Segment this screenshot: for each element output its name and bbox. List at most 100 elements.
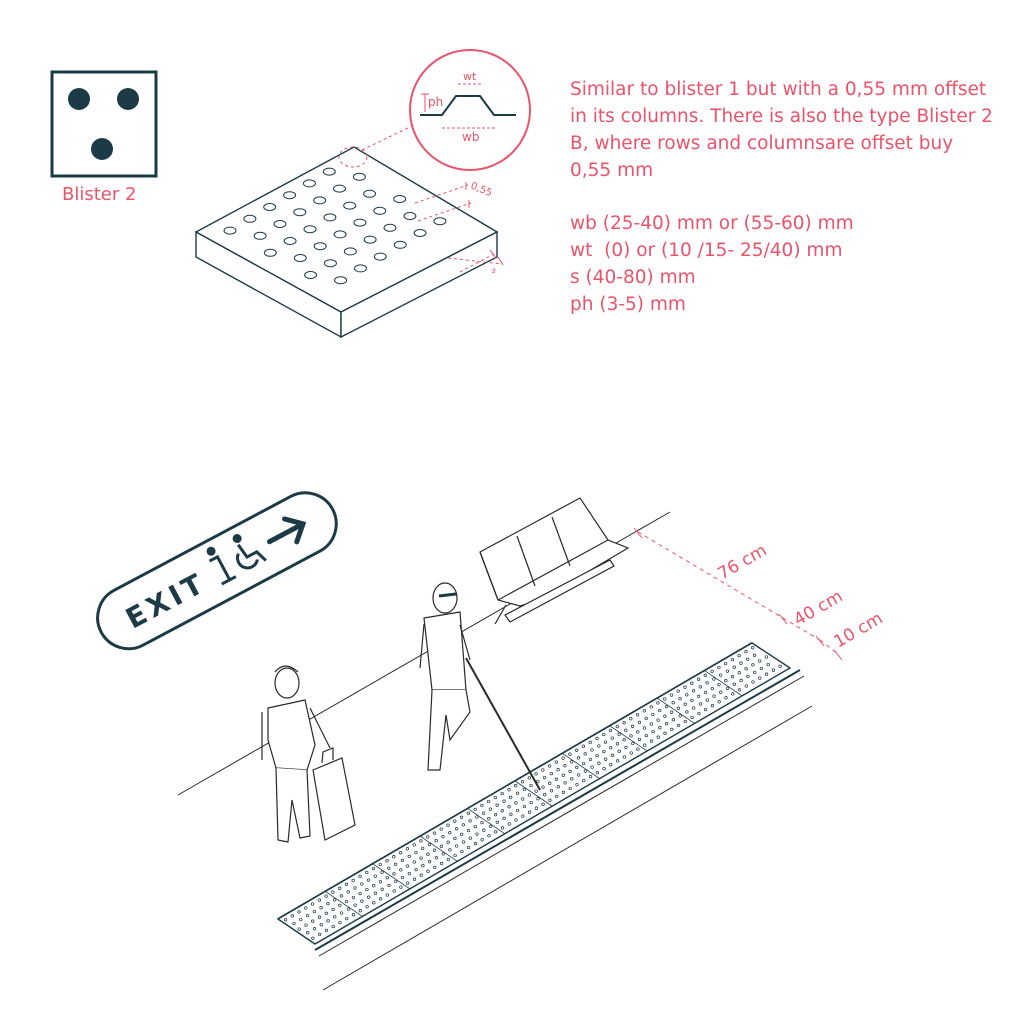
- tile-blister: [354, 264, 367, 273]
- strip-blister: [394, 879, 398, 884]
- strip-blister: [405, 847, 410, 851]
- strip-blister: [685, 693, 689, 697]
- strip-blister: [344, 899, 349, 904]
- strip-blister: [319, 906, 323, 910]
- strip-blister: [338, 920, 342, 925]
- strip-blister: [710, 669, 714, 674]
- strip-width-label: 40 cm: [791, 587, 847, 631]
- strip-blister: [752, 653, 757, 657]
- strip-blister: [678, 697, 682, 701]
- strip-blister: [563, 764, 567, 768]
- strip-blister: [764, 672, 769, 676]
- strip-blister: [643, 743, 647, 747]
- strip-blister: [697, 694, 701, 699]
- strip-blister: [683, 685, 687, 689]
- tile-blister: [313, 196, 327, 205]
- strip-blister: [541, 802, 545, 806]
- tile-blister: [343, 201, 357, 210]
- strip-blister: [453, 853, 457, 858]
- strip-blister: [568, 769, 572, 774]
- strip-blister: [676, 689, 680, 693]
- strip-blister: [730, 675, 735, 679]
- strip-blister: [717, 665, 721, 670]
- strip-blister: [466, 845, 471, 850]
- strip-blister: [683, 719, 687, 724]
- strip-blister: [338, 903, 342, 908]
- tile-blister: [283, 191, 297, 200]
- strip-blister: [468, 819, 472, 823]
- strip-blister: [514, 784, 518, 788]
- strip-blister: [719, 690, 723, 694]
- strip-blister: [676, 723, 681, 728]
- strip-blister: [521, 814, 525, 818]
- strip-blister: [446, 840, 450, 844]
- strip-blister: [414, 850, 418, 855]
- strip-blister: [487, 817, 491, 821]
- tile-blister: [253, 231, 267, 240]
- strip-blister: [527, 776, 531, 780]
- strip-blister: [461, 823, 465, 827]
- strip-blister: [407, 854, 411, 859]
- strip-blister: [351, 878, 355, 883]
- strip-blister: [624, 745, 628, 750]
- strip-blister: [333, 915, 337, 919]
- spec-ph: ph (3-5) mm: [570, 294, 686, 315]
- tile-blister: [293, 254, 307, 262]
- strip-blister: [629, 734, 633, 738]
- strip-blister: [346, 890, 350, 894]
- tile-blister: [304, 271, 318, 279]
- strip-blister: [705, 698, 709, 702]
- strip-blister: [466, 811, 470, 815]
- strip-blister: [609, 763, 613, 767]
- strip-blister: [522, 787, 526, 792]
- strip-blister: [644, 716, 648, 721]
- strip-blister: [622, 738, 626, 742]
- strip-blister: [387, 883, 391, 888]
- strip-blister: [710, 686, 714, 691]
- strip-blister: [351, 895, 356, 900]
- strip-blister: [542, 775, 547, 780]
- tile-blister: [353, 218, 367, 227]
- strip-blister: [570, 777, 574, 781]
- strip-blister: [725, 686, 730, 690]
- strip-blister: [487, 834, 491, 838]
- strip-blister: [642, 709, 647, 713]
- strip-blister: [392, 889, 396, 893]
- strip-blister: [705, 681, 709, 685]
- strip-blister: [317, 915, 322, 919]
- strip-blister: [371, 866, 376, 871]
- strip-blister: [358, 891, 362, 896]
- strip-blister: [434, 839, 438, 843]
- strip-blister: [297, 927, 301, 931]
- strip-blister: [400, 875, 405, 880]
- strip-blister: [563, 781, 567, 785]
- strip-blister: [610, 736, 614, 740]
- tile-blister: [433, 217, 447, 226]
- strip-blister: [414, 867, 418, 872]
- strip-blister: [751, 646, 755, 650]
- strip-blister: [751, 680, 755, 684]
- strip-blister: [690, 698, 694, 703]
- strip-blister: [446, 857, 450, 862]
- strip-blister: [739, 678, 743, 683]
- strip-blister: [744, 667, 748, 671]
- info-icon: [206, 546, 237, 586]
- blister-label: Blister 2: [62, 184, 137, 205]
- strip-seam: [372, 863, 411, 890]
- strip-blister: [353, 886, 357, 890]
- ph-label: ph: [428, 95, 443, 109]
- strip-blister: [527, 810, 532, 814]
- strip-blister: [536, 797, 540, 801]
- strip-blister: [617, 732, 621, 736]
- strip-blister: [737, 671, 741, 675]
- tile-blister: [223, 226, 237, 235]
- strip-blister: [353, 903, 357, 907]
- profile-detail: [338, 49, 531, 171]
- strip-blister: [400, 858, 405, 863]
- strip-blister: [536, 779, 540, 784]
- strip-blister: [739, 661, 743, 665]
- tile-blister: [323, 213, 337, 222]
- strip-blister: [432, 831, 437, 835]
- strip-blister: [649, 705, 653, 709]
